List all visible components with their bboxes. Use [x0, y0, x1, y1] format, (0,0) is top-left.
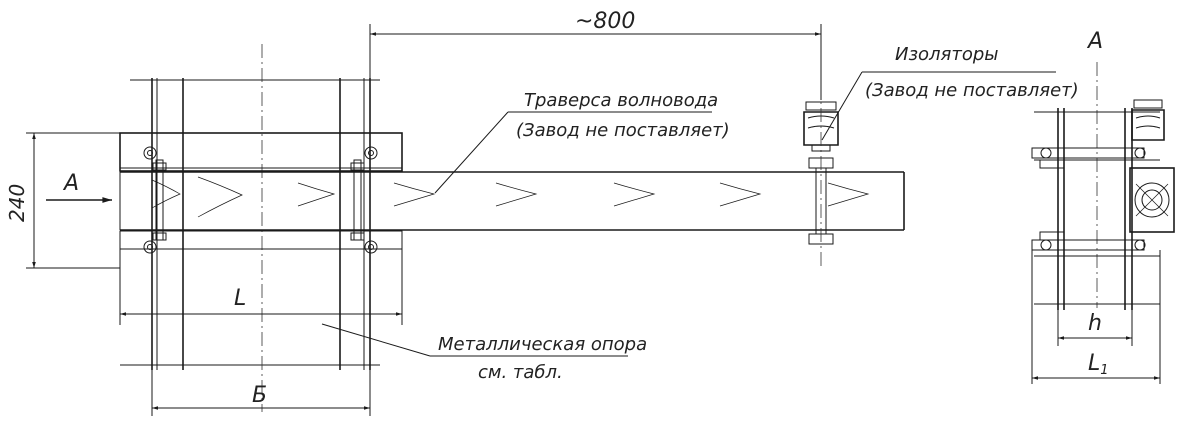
dimension-l-label: L: [234, 286, 246, 311]
dimension-l1-label: L1: [1088, 351, 1109, 378]
traverse-beam: [119, 171, 905, 231]
dimension-h-label: h: [1088, 311, 1102, 336]
view-arrow-label: А: [62, 171, 79, 196]
traverse-note: (Завод не поставляет): [516, 120, 730, 141]
metal-support-post: [120, 44, 380, 412]
support-note: см. табл.: [478, 362, 563, 383]
side-view-post: [1034, 108, 1160, 310]
dimension-l1: L1: [1031, 250, 1161, 384]
leader-traverse: Траверса волновода (Завод не поставляет): [434, 90, 730, 194]
insulators-note: (Завод не поставляет): [865, 80, 1079, 101]
side-view-bolts: [1031, 147, 1146, 251]
clamp-plate: [119, 132, 403, 250]
dimension-b: Б: [151, 370, 371, 416]
bolt-group: [143, 146, 378, 254]
side-view-title: А: [1086, 29, 1103, 54]
side-view-a: А: [1031, 29, 1175, 384]
insulators-label: Изоляторы: [895, 44, 999, 65]
dimension-240: 240: [5, 132, 120, 269]
leader-insulators: Изоляторы (Завод не поставляет): [821, 44, 1079, 141]
traverse-label: Траверса волновода: [524, 90, 718, 111]
dimension-l: L: [119, 240, 403, 325]
support-label: Металлическая опора: [438, 334, 647, 355]
side-view-waveguide: [1129, 167, 1175, 233]
front-view: ~800 240 А L Б: [5, 9, 1079, 416]
dimension-240-label: 240: [5, 184, 29, 222]
dimension-l1-subscript: 1: [1100, 363, 1108, 378]
dimension-800-label: ~800: [575, 9, 635, 34]
dimension-800: ~800: [369, 9, 822, 100]
view-arrow-a: А: [46, 171, 112, 203]
dimension-b-label: Б: [252, 383, 267, 408]
dimension-h: h: [1057, 310, 1133, 346]
leader-support: Металлическая опора см. табл.: [321, 323, 647, 383]
side-view-insulator: [1131, 99, 1165, 141]
